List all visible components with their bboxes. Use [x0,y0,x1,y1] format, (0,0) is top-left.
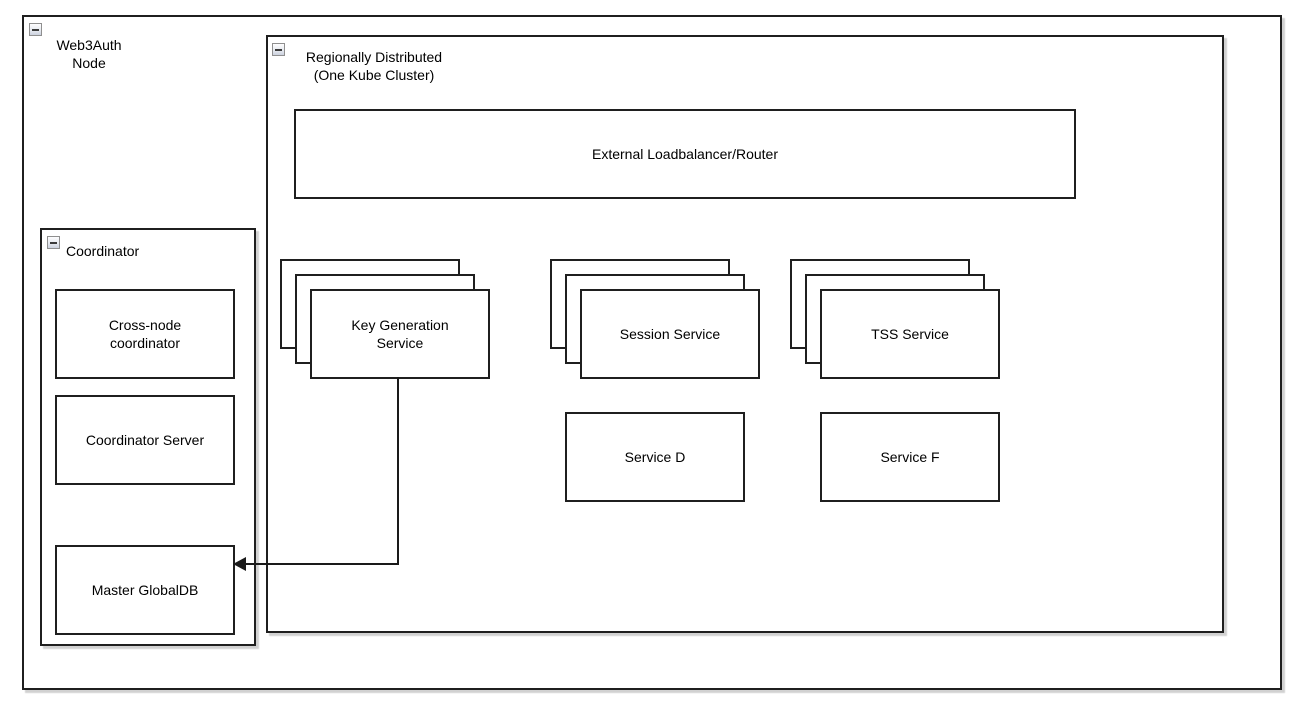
node-master-globaldb-label: Master GlobalDB [91,582,199,598]
collapse-minus-icon[interactable] [29,23,42,36]
container-coordinator-label: Coordinator [66,243,140,259]
node-service-f: Service F [820,412,1000,502]
stack-front: Session Service [580,289,760,379]
collapse-minus-icon[interactable] [272,43,285,56]
node-cross-node-coordinator-label: Cross-node coordinator [108,317,182,351]
minus-glyph [32,28,39,31]
node-service-d: Service D [565,412,745,502]
edge-kgs-to-globaldb-vertical [397,377,399,565]
minus-glyph [275,48,282,51]
node-coordinator-server: Coordinator Server [55,395,235,485]
node-session-service-label: Session Service [619,326,721,342]
container-regionally-distributed: Regionally Distributed (One Kube Cluster… [266,35,1224,633]
node-tss-service: TSS Service [790,259,1002,381]
collapse-minus-icon[interactable] [47,236,60,249]
container-coordinator: Coordinator Cross-node coordinator Coord… [40,228,256,646]
stack-front: TSS Service [820,289,1000,379]
node-tss-service-label: TSS Service [871,326,949,342]
minus-glyph [50,241,57,244]
container-web3auth-node-label: Web3Auth Node [56,37,122,71]
node-key-generation-service-label: Key Generation Service [351,317,449,351]
edge-arrowhead-icon [233,557,246,571]
node-cross-node-coordinator: Cross-node coordinator [55,289,235,379]
container-regionally-distributed-label: Regionally Distributed (One Kube Cluster… [305,49,443,83]
node-service-f-label: Service F [880,449,940,465]
container-web3auth-node: Web3Auth Node Regionally Distributed (On… [22,15,1282,690]
stack-front: Key Generation Service [310,289,490,379]
node-session-service: Session Service [550,259,762,381]
node-coordinator-server-label: Coordinator Server [85,432,205,448]
node-key-generation-service: Key Generation Service [280,259,492,381]
node-external-loadbalancer: External Loadbalancer/Router [294,109,1076,199]
edge-kgs-to-globaldb-horizontal [244,563,398,565]
node-external-loadbalancer-label: External Loadbalancer/Router [591,146,778,162]
node-master-globaldb: Master GlobalDB [55,545,235,635]
node-service-d-label: Service D [624,449,686,465]
